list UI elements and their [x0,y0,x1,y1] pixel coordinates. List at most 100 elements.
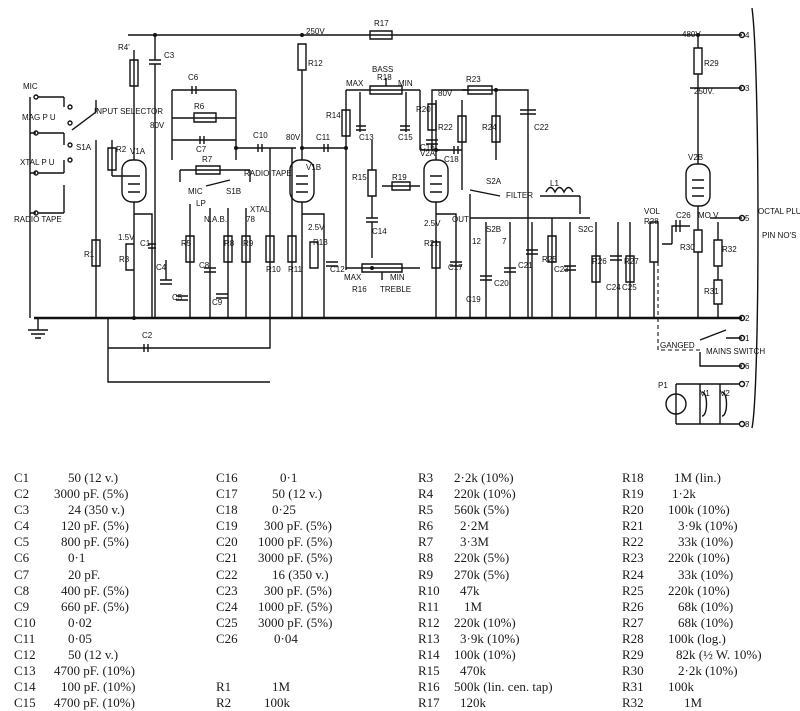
part-designator: R26 [622,599,644,615]
part-value: 1000 pF. (5%) [258,599,332,615]
c11-label: C11 [316,133,331,142]
r22-label: R22 [438,123,453,132]
part-value: 1M [464,599,482,615]
part-designator: C15 [14,695,36,711]
part-value: 500k (lin. cen. tap) [454,679,553,695]
c15-label: C15 [398,133,413,142]
r17-label: R17 [374,19,389,28]
s1a-label: S1A [76,143,92,152]
mag-pu-label: MAG P U [22,113,56,122]
l1-label: L1 [550,179,559,188]
nab-label: N.A.B. [204,215,227,224]
part-designator: R9 [418,567,433,583]
part-designator: C16 [216,470,238,486]
part-value: 0·25 [272,502,296,518]
part-value: 0·1 [280,470,297,486]
valve-v1b: V1B [290,44,321,214]
pin-label: 2 [745,314,750,323]
part-designator: R20 [622,502,644,518]
part-value: 0·02 [68,615,92,631]
r10-label: R10 [266,265,281,274]
part-designator: R18 [622,470,644,486]
r25-label: R25 [542,255,557,264]
c19-label: C19 [466,295,481,304]
r7-label: R7 [202,155,213,164]
part-value: 4700 pF. (10%) [54,695,135,711]
pin-label: 3 [745,84,750,93]
part-value: 2·2M [460,518,489,534]
c7-label: C7 [196,145,207,154]
mov-label: MO V [698,211,719,220]
r14-label: R14 [326,111,341,120]
part-value: 220k (10%) [454,486,516,502]
part-row: C8 400 pF. (5%) [14,583,204,599]
part-designator: C25 [216,615,238,631]
part-designator: R29 [622,647,644,663]
part-row: C15 4700 pF. (10%) [14,695,204,711]
part-value: 50 (12 v.) [68,647,118,663]
part-value: 660 pF. (5%) [61,599,129,615]
c4-label: C4 [156,263,167,272]
part-designator: R6 [418,518,433,534]
part-designator: R5 [418,502,433,518]
v250b-label: 250V. [694,87,714,96]
pin-label: 5 [745,214,750,223]
r20-label: R20 [416,105,431,114]
bass-min-label: MIN [398,79,413,88]
r3-label: R3 [119,255,130,264]
amplifier-schematic: MIC MAG P U XTAL P U RADIO TAPE S1A INPU… [0,0,800,440]
xtal-pu-label: XTAL P U [20,158,55,167]
v80-label-b: 80V [286,133,301,142]
part-designator: C4 [14,518,29,534]
part-value: 68k (10%) [678,615,733,631]
part-value: 0·05 [68,631,92,647]
part-value: 2·2k (10%) [454,470,514,486]
v80-label-a: 80V [150,121,165,130]
octal-plug-label: OCTAL PLUG [758,207,800,216]
part-value: 1000 pF. (5%) [258,534,332,550]
part-value: 3·3M [460,534,489,550]
part-value: 120k [460,695,486,711]
r24-label: R24 [482,123,497,132]
part-designator: C10 [14,615,36,631]
part-designator: C17 [216,486,238,502]
part-designator: C21 [216,550,238,566]
part-designator: C8 [14,583,29,599]
pin-label: 8 [745,420,750,429]
c23-label: C23 [554,265,569,274]
part-designator: R30 [622,663,644,679]
valve-v1a: V1A [122,128,146,214]
part-value: 100 pF. (10%) [61,679,135,695]
bass-max-label: MAX [346,79,364,88]
vol-label: VOL [644,207,661,216]
part-designator: R19 [622,486,644,502]
part-value: 400 pF. (5%) [61,583,129,599]
part-designator: R15 [418,663,440,679]
part-designator: C6 [14,550,29,566]
r12-label: R12 [308,59,323,68]
part-value: 470k [460,663,486,679]
c12-label: C12 [330,265,345,274]
r4-label: R4' [118,43,130,52]
c25-label: C25 [622,283,637,292]
part-designator: R8 [418,550,433,566]
part-value: 20 pF. [68,567,100,583]
